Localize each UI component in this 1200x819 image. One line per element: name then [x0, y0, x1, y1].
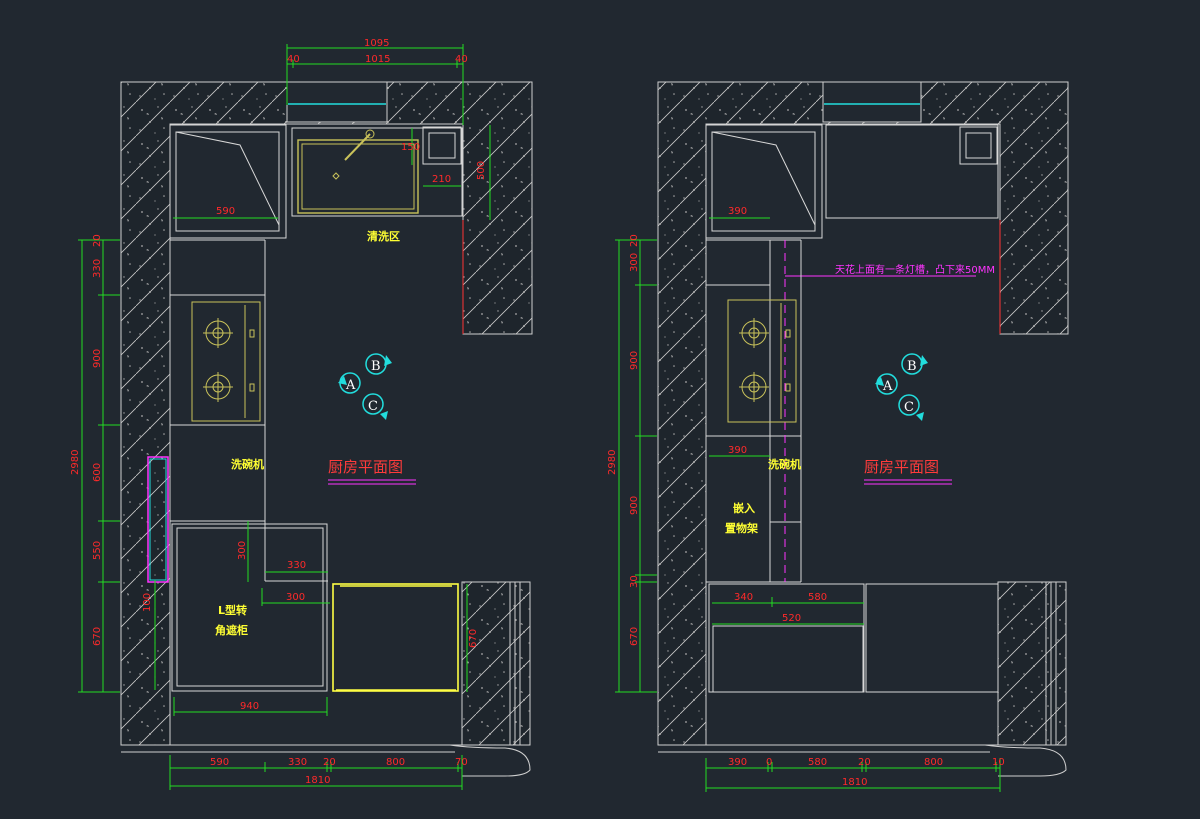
magenta-strip — [147, 456, 169, 583]
svg-text:330: 330 — [92, 259, 103, 278]
svg-text:940: 940 — [240, 701, 259, 712]
sink — [291, 127, 463, 217]
svg-text:390: 390 — [728, 757, 747, 768]
sink-side-box — [422, 126, 462, 165]
cooktop-right — [727, 299, 797, 423]
svg-text:B: B — [371, 359, 381, 374]
label-dishwasher-right: 洗碗机 — [768, 457, 801, 471]
svg-text:2980: 2980 — [607, 450, 618, 475]
svg-text:20: 20 — [858, 757, 871, 768]
svg-text:B: B — [907, 359, 917, 374]
svg-text:20: 20 — [92, 234, 103, 247]
svg-text:70: 70 — [455, 757, 468, 768]
svg-text:30: 30 — [629, 575, 640, 588]
svg-text:C: C — [904, 400, 914, 415]
svg-text:300: 300 — [629, 253, 640, 272]
svg-text:150: 150 — [401, 142, 420, 153]
svg-text:670: 670 — [468, 629, 479, 648]
svg-text:330: 330 — [288, 757, 307, 768]
svg-text:550: 550 — [92, 541, 103, 560]
counter-left-run — [170, 239, 266, 581]
plan-title-left: 厨房平面图 — [328, 458, 403, 476]
yellow-cabinet — [332, 583, 459, 692]
svg-text:900: 900 — [629, 351, 640, 370]
dim-cab-width: 590 — [216, 206, 235, 217]
svg-text:A: A — [345, 378, 356, 393]
svg-text:A: A — [882, 379, 893, 394]
label-corner-cab-1: L型转 — [218, 603, 247, 617]
svg-text:800: 800 — [386, 757, 405, 768]
floor-slab-edge — [121, 744, 531, 777]
svg-text:1810: 1810 — [842, 777, 867, 788]
label-wash-zone: 清洗区 — [367, 229, 400, 243]
dims-bottom-right — [705, 758, 1001, 792]
label-shelf-1: 嵌入 — [733, 501, 755, 515]
svg-text:210: 210 — [432, 174, 451, 185]
svg-text:900: 900 — [629, 496, 640, 515]
top-counter-right — [825, 124, 999, 219]
cooktop — [191, 301, 261, 422]
svg-text:20: 20 — [629, 234, 640, 247]
view-marker-right: A B C — [875, 353, 928, 421]
svg-text:600: 600 — [92, 463, 103, 482]
view-marker-left: A B C — [338, 353, 392, 420]
dim-bottom-total: 1810 — [305, 775, 330, 786]
window-opening — [286, 81, 388, 123]
svg-text:390: 390 — [728, 206, 747, 217]
svg-text:40: 40 — [455, 54, 468, 65]
dim-left-total: 2980 — [70, 450, 81, 475]
svg-text:500: 500 — [476, 161, 487, 180]
svg-text:20: 20 — [323, 757, 336, 768]
counter-left-run-right — [706, 239, 802, 583]
dim-top-overall: 1095 — [364, 38, 389, 49]
svg-text:300: 300 — [286, 592, 305, 603]
svg-text:670: 670 — [92, 627, 103, 646]
svg-text:330: 330 — [287, 560, 306, 571]
svg-text:100: 100 — [142, 593, 153, 612]
label-shelf-2: 置物架 — [725, 521, 758, 535]
plan-right: 390 天花上面有一条灯槽，凸下来50MM — [607, 81, 1069, 792]
svg-text:390: 390 — [728, 445, 747, 456]
svg-text:580: 580 — [808, 757, 827, 768]
svg-text:340: 340 — [734, 592, 753, 603]
l-corner-cabinet — [170, 520, 328, 692]
svg-text:C: C — [368, 399, 378, 414]
plan-left: 590 清洗区 — [70, 38, 533, 790]
fridge-cabinet-right — [705, 124, 823, 239]
dims-bottom-left — [169, 755, 463, 790]
svg-text:300: 300 — [237, 541, 248, 560]
label-corner-cab-2: 角遮柜 — [215, 623, 248, 637]
svg-text:520: 520 — [782, 613, 801, 624]
ceiling-note: 天花上面有一条灯槽，凸下来50MM — [835, 263, 995, 276]
dims-left-column-right — [615, 239, 657, 693]
svg-text:590: 590 — [210, 757, 229, 768]
dim-top-seg2: 1015 — [365, 54, 390, 65]
dims-top-left — [286, 44, 464, 125]
dims-left-column — [78, 239, 120, 693]
plan-title-right: 厨房平面图 — [864, 458, 939, 476]
svg-text:900: 900 — [92, 349, 103, 368]
svg-text:40: 40 — [287, 54, 300, 65]
fridge-cabinet — [169, 124, 287, 239]
label-dishwasher: 洗碗机 — [231, 457, 264, 471]
bottom-counter-right — [708, 583, 999, 693]
svg-text:10: 10 — [992, 757, 1005, 768]
svg-text:670: 670 — [629, 627, 640, 646]
svg-text:580: 580 — [808, 592, 827, 603]
svg-text:0: 0 — [766, 757, 772, 768]
svg-text:800: 800 — [924, 757, 943, 768]
